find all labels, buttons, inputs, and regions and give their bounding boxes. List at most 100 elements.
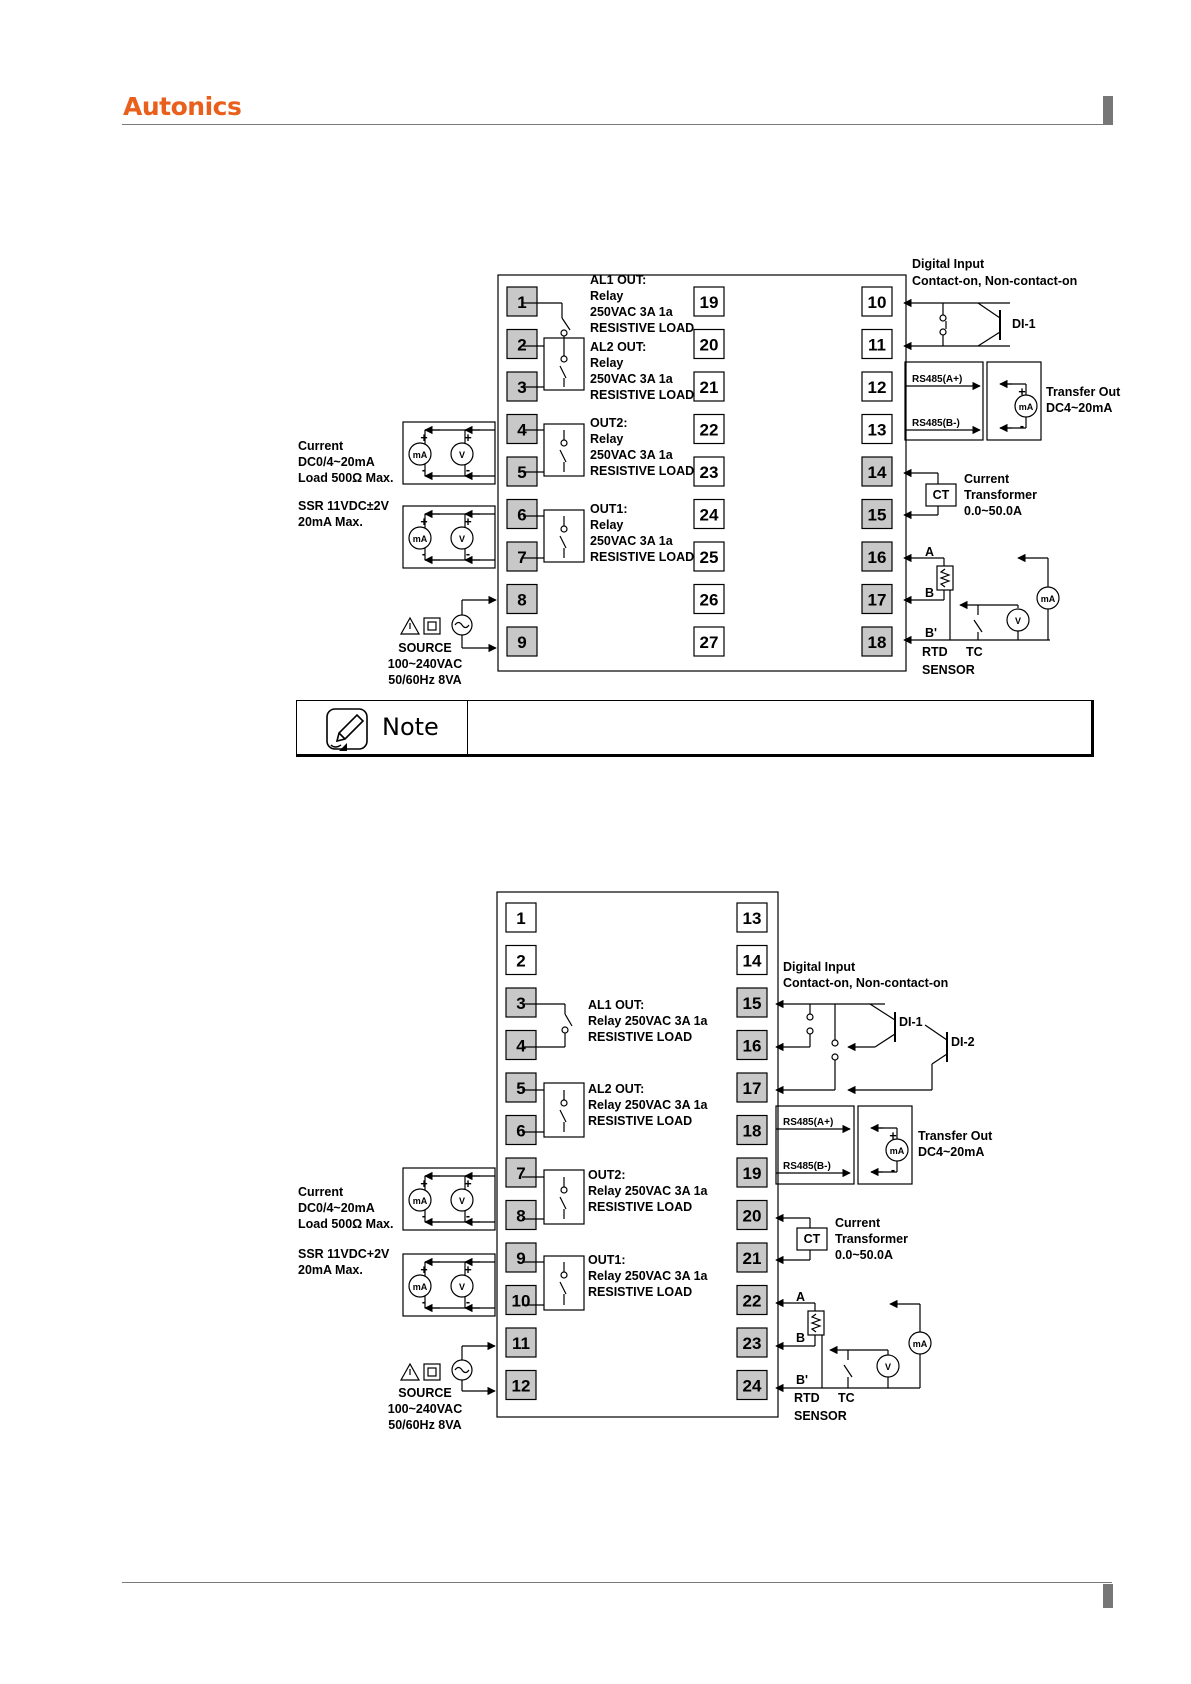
top-left-terminal-number: 4 [517,421,527,440]
meter-ma-2: mA [413,1282,428,1292]
sensor-meter-v: V [1015,616,1021,626]
top-right-terminal-box [861,626,893,657]
sensor-meter-ma: mA [1041,594,1056,604]
note-header: Note [297,701,468,755]
source-label-0: SOURCE [398,641,451,655]
digital-input-label-0: Digital Input [912,257,985,271]
transfer-minus: - [891,1163,895,1177]
transfer-out-label-1: DC4~20mA [1046,401,1112,415]
current-label-1: DC0/4~20mA [298,455,375,469]
di1-label: DI-1 [899,1015,923,1029]
out2-label-2: 250VAC 3A 1a [590,448,674,462]
sensor-label: SENSOR [922,663,975,677]
ssr-label-1: 20mA Max. [298,1263,363,1277]
bottom-left-terminal-number: 4 [516,1037,526,1056]
top-left-terminal-box [506,413,538,445]
top-left-terminal-number: 1 [517,293,526,312]
bottom-left-terminal-box [505,1199,537,1231]
ssr-output-box [402,505,496,569]
transfer-plus: + [1018,385,1025,399]
out2-label-3: RESISTIVE LOAD [590,464,694,478]
top-mid-terminal-box [693,541,725,572]
bottom-left-terminal-number: 3 [516,994,525,1013]
out1-label-2: RESISTIVE LOAD [588,1285,692,1299]
out2-label-0: OUT2: [588,1168,626,1182]
out1-label-1: Relay [590,518,623,532]
al2-relay-contact [522,1082,585,1138]
source-label-1: 100~240VAC [388,657,462,671]
bottom-left-terminal-number: 8 [516,1207,525,1226]
al2-label-0: AL2 OUT: [588,1082,644,1096]
meter-ma-2: mA [413,534,428,544]
out1-label-0: OUT1: [588,1253,626,1267]
top-mid-terminal-number: 23 [700,463,719,482]
top-right-terminal-box [861,286,893,317]
header-marker [1103,96,1113,125]
al1-relay-contact [523,302,571,346]
top-right-terminal-number: 17 [868,591,887,610]
bottom-left-terminal-box [505,1242,537,1273]
bottom-left-terminal-box [505,1284,537,1316]
top-mid-terminal-number: 26 [700,591,719,610]
al1-label-0: AL1 OUT: [590,273,646,287]
top-mid-terminal-number: 19 [700,293,719,312]
bottom-left-terminal-box [505,902,537,933]
bottom-right-terminal-number: 22 [743,1292,762,1311]
bottom-right-terminal-box [736,1284,768,1316]
sensor-b: B [796,1331,805,1345]
ct-desc-1: Transformer [835,1232,908,1246]
plus-1: + [420,431,427,445]
top-mid-terminal-box [693,371,725,402]
minus-2: - [466,1209,470,1223]
rs485-b-label: RS485(B-) [912,418,960,429]
out2-relay-contact [522,1169,585,1225]
footer-rule [122,1582,1112,1583]
bottom-left-terminal-number: 2 [516,952,525,971]
bottom-left-terminal-box [505,944,537,976]
out1-label-0: OUT1: [590,502,628,516]
bottom-left-terminal-number: 9 [516,1249,525,1268]
bottom-right-terminal-box [736,1072,768,1103]
digital-input-label-0: Digital Input [783,960,856,974]
bottom-right-terminal-box [736,1157,768,1188]
current-label-2: Load 500Ω Max. [298,1217,393,1231]
digital-input-top [903,298,1010,351]
ssr-output-box [402,1253,496,1317]
top-right-terminal-number: 10 [868,293,887,312]
source-label-2: 50/60Hz 8VA [388,673,461,687]
sensor-tc: TC [838,1391,855,1405]
note-label: Note [382,713,439,741]
top-right-terminal-number: 14 [868,463,887,482]
minus-4: - [466,1295,470,1309]
bottom-left-terminal-number: 1 [516,909,525,928]
al1-label-2: RESISTIVE LOAD [588,1030,692,1044]
top-mid-terminal-box [693,626,725,657]
bottom-right-terminal-box [736,1029,768,1061]
bottom-right-terminal-number: 17 [743,1079,762,1098]
out2-label-2: RESISTIVE LOAD [588,1200,692,1214]
plus-2: + [464,1177,471,1191]
top-right-terminal-box [861,583,893,615]
bottom-left-terminal-box [505,1114,537,1146]
power-source-symbol [399,595,497,653]
bottom-right-terminal-number: 23 [743,1334,762,1353]
rs485-transfer-out [775,1105,913,1185]
bottom-left-terminal-number: 7 [516,1164,525,1183]
bottom-right-terminal-number: 24 [743,1377,762,1396]
di1-label: DI-1 [1012,317,1036,331]
al2-label-0: AL2 OUT: [590,340,646,354]
sensor-b: B [925,586,934,600]
plus-4: + [464,1263,471,1277]
bottom-left-terminal-number: 5 [516,1079,525,1098]
top-right-terminal-box [861,413,893,445]
footer-marker [1103,1584,1113,1608]
bottom-right-terminal-number: 21 [743,1249,762,1268]
rs485-a-label: RS485(A+) [912,374,962,385]
top-right-terminal-number: 12 [868,378,887,397]
top-right-terminal-box [861,498,893,530]
top-left-terminal-number: 5 [517,463,526,482]
minus-3: - [422,547,426,561]
current-label-0: Current [298,439,344,453]
top-mid-terminal-box [693,456,725,487]
